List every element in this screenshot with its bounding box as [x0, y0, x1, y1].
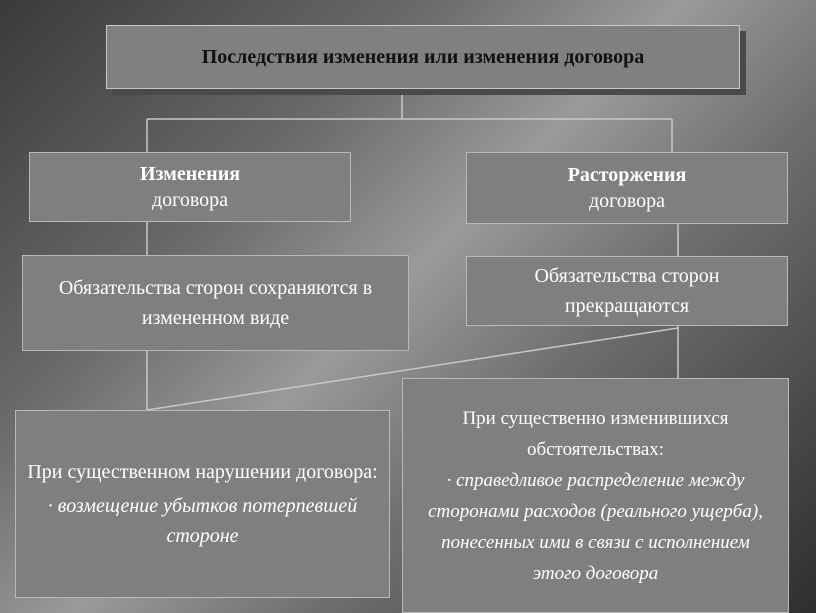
diagram-title: Последствия изменения или изменения дого… — [201, 45, 645, 68]
breach-box: При существенном нарушении договора: · в… — [15, 410, 390, 598]
change-result-box: Обязательства сторон сохраняются в измен… — [22, 255, 409, 351]
circumstances-consequence: · справедливое распределение между сторо… — [428, 469, 763, 584]
diagram-title-box: Последствия изменения или изменения дого… — [106, 25, 740, 89]
termination-result-text: Обязательства сторон прекращаются — [534, 265, 720, 317]
change-result-text: Обязательства сторон сохраняются в измен… — [58, 277, 373, 329]
termination-result-box: Обязательства сторон прекращаются — [466, 256, 788, 326]
termination-heading-bold: Расторжения — [567, 164, 687, 186]
change-heading-bold: Изменения — [139, 163, 241, 185]
circumstances-box: При существенно изменившихся обстоятельс… — [402, 378, 789, 613]
connector-diagonal — [146, 327, 679, 411]
termination-heading-box: Расторжения договора — [466, 152, 788, 224]
breach-condition: При существенном нарушении договора: — [27, 461, 378, 483]
breach-consequence: · возмещение убытков потерпевшей стороне — [47, 495, 358, 547]
termination-heading-rest: договора — [588, 190, 666, 212]
change-heading-box: Изменения договора — [29, 152, 351, 222]
change-heading-rest: договора — [151, 189, 229, 211]
circumstances-condition: При существенно изменившихся обстоятельс… — [462, 407, 729, 460]
